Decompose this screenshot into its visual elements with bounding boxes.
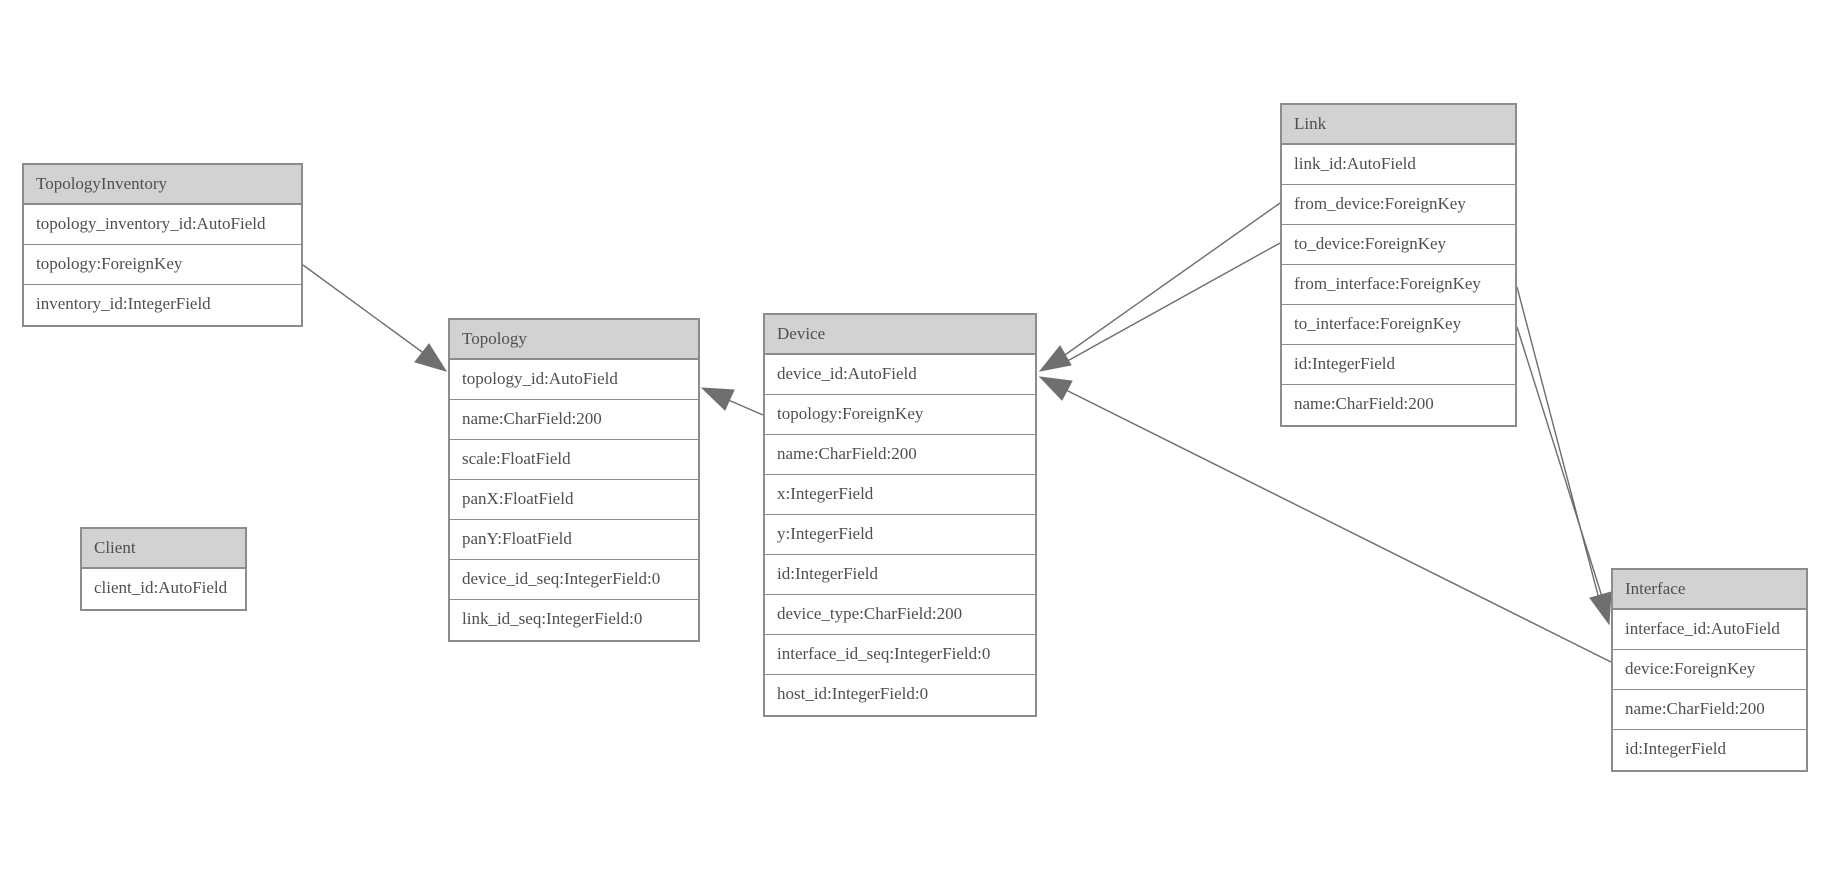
entity-link-field-row: name:CharField:200 bbox=[1282, 385, 1515, 425]
entity-device-field-row: interface_id_seq:IntegerField:0 bbox=[765, 635, 1035, 675]
interface-device-line bbox=[1063, 388, 1612, 663]
link-from_interface-interface-line bbox=[1516, 286, 1600, 600]
entity-interface-field-row: device:ForeignKey bbox=[1613, 650, 1806, 690]
entity-link-field-row: from_device:ForeignKey bbox=[1282, 185, 1515, 225]
entity-topology-inventory-title: TopologyInventory bbox=[24, 165, 301, 205]
device-topology-line bbox=[725, 398, 764, 416]
arrowhead-into-device-lower bbox=[1038, 376, 1073, 401]
entity-device-field-row: id:IntegerField bbox=[765, 555, 1035, 595]
arrowhead-into-topology-left bbox=[414, 343, 448, 372]
entity-topology-field-row: name:CharField:200 bbox=[450, 400, 698, 440]
entity-topology-field-row: link_id_seq:IntegerField:0 bbox=[450, 600, 698, 640]
entity-topology-field-row: topology_id:AutoField bbox=[450, 360, 698, 400]
entity-interface-field-row: interface_id:AutoField bbox=[1613, 610, 1806, 650]
entity-client-title: Client bbox=[82, 529, 245, 569]
entity-device-field-row: y:IntegerField bbox=[765, 515, 1035, 555]
entity-topology-field-row: device_id_seq:IntegerField:0 bbox=[450, 560, 698, 600]
link-from_device-device-line bbox=[1061, 202, 1281, 358]
entity-topology-field-row: panX:FloatField bbox=[450, 480, 698, 520]
link-to_device-device-line bbox=[1061, 242, 1281, 365]
entity-link-field-row: from_interface:ForeignKey bbox=[1282, 265, 1515, 305]
entity-device-field-row: x:IntegerField bbox=[765, 475, 1035, 515]
entity-link-field-row: id:IntegerField bbox=[1282, 345, 1515, 385]
entity-topology-field-row: scale:FloatField bbox=[450, 440, 698, 480]
arrowhead-into-interface bbox=[1589, 591, 1612, 626]
entity-interface-field-row: name:CharField:200 bbox=[1613, 690, 1806, 730]
entity-device-field-row: name:CharField:200 bbox=[765, 435, 1035, 475]
entity-device-field-row: device_type:CharField:200 bbox=[765, 595, 1035, 635]
entity-link-field-row: to_interface:ForeignKey bbox=[1282, 305, 1515, 345]
entity-topology-inventory-field-row: topology_inventory_id:AutoField bbox=[24, 205, 301, 245]
arrowhead-into-topology-right bbox=[700, 387, 735, 411]
entity-topology-field-row: panY:FloatField bbox=[450, 520, 698, 560]
entity-topology-inventory-field-row: topology:ForeignKey bbox=[24, 245, 301, 285]
entity-device-field-row: device_id:AutoField bbox=[765, 355, 1035, 395]
entity-topology-title: Topology bbox=[450, 320, 698, 360]
entity-device-title: Device bbox=[765, 315, 1035, 355]
entity-device-field-row: topology:ForeignKey bbox=[765, 395, 1035, 435]
topologyinventory-topology-line bbox=[302, 264, 430, 358]
entity-link-title: Link bbox=[1282, 105, 1515, 145]
entity-interface-field-row: id:IntegerField bbox=[1613, 730, 1806, 770]
entity-link-field-row: link_id:AutoField bbox=[1282, 145, 1515, 185]
entity-client-field-row: client_id:AutoField bbox=[82, 569, 245, 609]
entity-topology-inventory-field-row: inventory_id:IntegerField bbox=[24, 285, 301, 325]
link-to_interface-interface-line bbox=[1516, 326, 1605, 604]
entity-device-field-row: host_id:IntegerField:0 bbox=[765, 675, 1035, 715]
entity-link-field-row: to_device:ForeignKey bbox=[1282, 225, 1515, 265]
entity-interface-title: Interface bbox=[1613, 570, 1806, 610]
arrowhead-into-device-upper bbox=[1038, 345, 1072, 372]
